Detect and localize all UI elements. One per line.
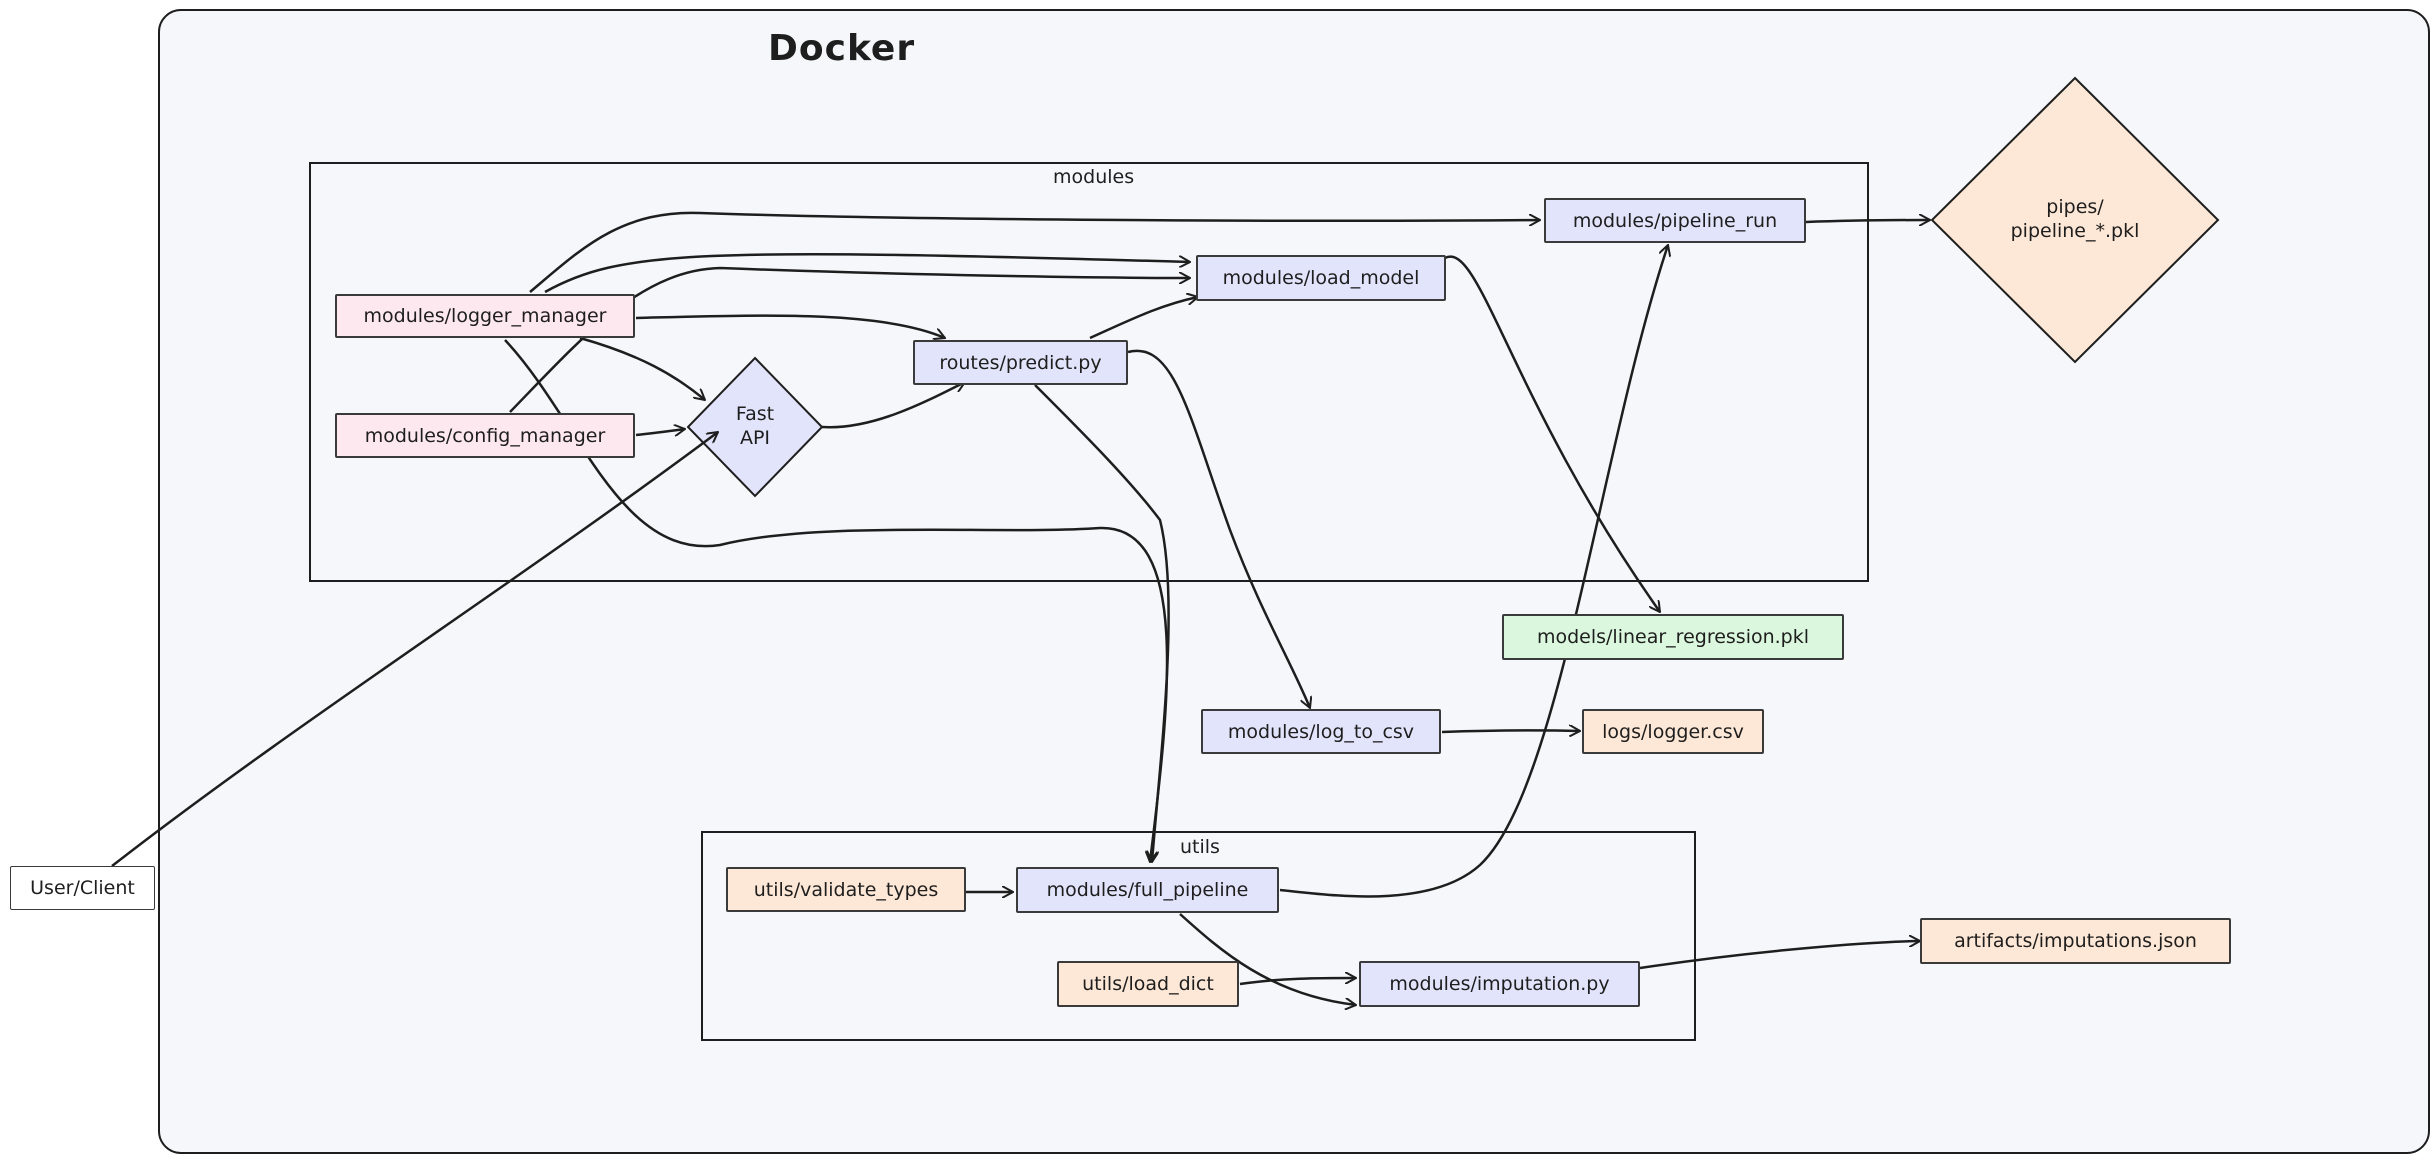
arrow-load-dict-to-imputation [1239, 978, 1356, 986]
full-pipeline-label: modules/full_pipeline [1046, 879, 1249, 901]
validate-types-label: utils/validate_types [753, 878, 939, 901]
utils-group [701, 831, 1696, 1041]
pipes-diamond [1930, 76, 2220, 364]
user-client-node[interactable]: User/Client [10, 866, 155, 910]
utils-group-label: utils [1180, 836, 1220, 858]
imputations-json-node[interactable]: artifacts/imputations.json [1920, 918, 2231, 964]
arrow-imputation-to-imputations-json [1639, 941, 1920, 970]
load-model-label: modules/load_model [1222, 267, 1420, 289]
pipes-node[interactable]: pipes/ pipeline_*.pkl [1995, 195, 2155, 243]
load-model-node[interactable]: modules/load_model [1196, 255, 1446, 301]
arrow-predict-to-load-model [1089, 297, 1198, 340]
arrow-full-pipeline-to-imputation [1179, 913, 1356, 1005]
pipes-label-line2: pipeline_*.pkl [2010, 220, 2140, 242]
pipes-label-line1: pipes/ [2046, 196, 2104, 218]
validate-types-node[interactable]: utils/validate_types [726, 867, 966, 912]
predict-label: routes/predict.py [939, 351, 1102, 374]
fastapi-label-line2: API [739, 427, 771, 449]
user-client-label: User/Client [30, 877, 135, 899]
logger-manager-label: modules/logger_manager [363, 305, 607, 327]
config-manager-node[interactable]: modules/config_manager [335, 413, 635, 458]
pipeline-run-label: modules/pipeline_run [1572, 209, 1778, 232]
arrow-fastapi-to-predict [821, 382, 965, 429]
arrow-load-model-to-linear-regression [1444, 255, 1660, 612]
linear-regression-label: models/linear_regression.pkl [1536, 626, 1810, 648]
arrow-logger-to-predict [635, 314, 945, 338]
arrow-logger-to-fastapi [579, 336, 705, 400]
modules-group [309, 162, 1869, 582]
load-dict-node[interactable]: utils/load_dict [1057, 961, 1239, 1007]
arrow-full-pipeline-to-pipeline-run [1279, 245, 1668, 898]
arrow-config-to-fastapi [635, 429, 685, 435]
logger-csv-label: logs/logger.csv [1602, 720, 1744, 743]
arrow-predict-to-full-pipeline [1034, 384, 1170, 862]
arrow-logger-to-pipeline-run [529, 211, 1540, 293]
arrow-predict-to-log-to-csv [1127, 349, 1310, 708]
fastapi-label-line1: Fast [735, 403, 775, 425]
full-pipeline-node[interactable]: modules/full_pipeline [1016, 867, 1279, 913]
imputation-label: modules/imputation.py [1389, 973, 1610, 995]
logger-csv-node[interactable]: logs/logger.csv [1582, 709, 1764, 754]
fastapi-node[interactable]: Fast API [715, 402, 795, 450]
predict-node[interactable]: routes/predict.py [913, 340, 1128, 385]
arrow-logger-to-full-pipeline [504, 339, 1169, 862]
arrow-user-to-fastapi [111, 432, 718, 867]
load-dict-label: utils/load_dict [1082, 973, 1214, 995]
arrow-log-to-csv-to-logger-csv [1441, 730, 1580, 732]
linear-regression-node[interactable]: models/linear_regression.pkl [1502, 614, 1844, 660]
modules-group-label: modules [1053, 166, 1135, 188]
docker-title: Docker [768, 28, 916, 69]
logger-manager-node[interactable]: modules/logger_manager [335, 294, 635, 338]
arrow-pipeline-run-to-pipes [1805, 220, 1930, 222]
arrow-logger-to-load-model [544, 252, 1190, 294]
fastapi-diamond [686, 356, 824, 498]
log-to-csv-label: modules/log_to_csv [1227, 720, 1415, 743]
imputations-json-label: artifacts/imputations.json [1954, 930, 2197, 952]
config-manager-label: modules/config_manager [364, 424, 606, 447]
imputation-node[interactable]: modules/imputation.py [1359, 961, 1640, 1007]
log-to-csv-node[interactable]: modules/log_to_csv [1201, 709, 1441, 754]
pipeline-run-node[interactable]: modules/pipeline_run [1544, 198, 1806, 243]
